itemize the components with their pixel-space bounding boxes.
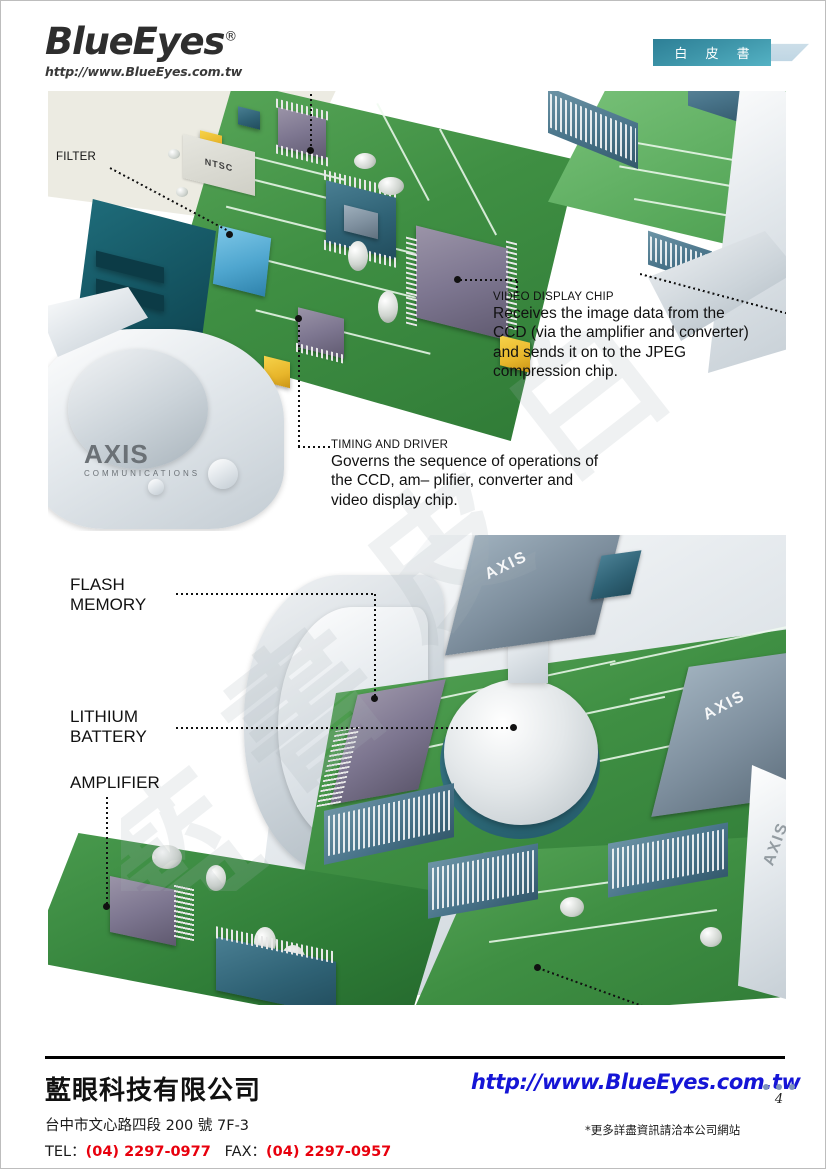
footer-contact-block: 藍眼科技有限公司 台中市文心路四段 200 號 7F-3 TEL：(04) 22… [45,1070,391,1161]
callout-timing-and-driver-body: Governs the sequence of operations of th… [331,453,599,509]
mounting-hole [378,291,398,323]
whitepaper-badge: 白 皮 書 [653,39,809,66]
callout-video-display-chip-body: Receives the image data from the CCD (vi… [493,305,749,381]
footer-note: *更多詳盡資訊請洽本公司網站 [585,1123,741,1137]
callout-timing-and-driver: TIMING AND DRIVER Governs the sequence o… [331,439,599,510]
callout-video-display-chip-title: VIDEO DISPLAY CHIP [493,291,614,303]
callout-flash-memory: FLASH MEMORY [70,575,147,614]
badge-label: 白 皮 書 [653,39,771,66]
dot-icon [763,1084,769,1090]
tel-number: (04) 2297-0977 [85,1144,211,1160]
page-dots-icon [749,1084,809,1090]
leader-endpoint-timing [295,315,302,322]
callout-filter-title: FILTER [56,151,96,163]
callout-timing-and-driver-title: TIMING AND DRIVER [331,439,449,451]
page-number: 4 [774,1092,784,1107]
page-header: BlueEyes® http://www.BlueEyes.com.tw 白 皮… [1,1,825,89]
leader-line-timing [298,319,300,447]
leader-line-video-chip-down [516,279,518,293]
chip-legs [174,882,194,942]
footer-web-block: http://www.BlueEyes.com.tw *更多詳盡資訊請洽本公司網… [471,1070,801,1137]
leader-endpoint-filter [226,231,233,238]
footer-divider [45,1056,785,1059]
tel-label: TEL： [45,1144,86,1160]
leader-line-ntsc-chip [310,91,312,151]
mounting-hole [378,177,404,195]
mounting-hole [354,153,376,169]
figure-camera-internals: AXIS AXIS [48,535,786,1005]
leader-endpoint-amplifier [103,903,110,910]
pcb-scene-bottom: AXIS AXIS [48,535,786,1005]
mount-screw [208,459,238,489]
badge-arrow-icon [771,43,809,62]
mounting-hole [348,241,368,271]
ccd-sensor [212,225,272,297]
leader-line-amplifier [106,797,108,909]
fax-label: FAX： [224,1144,267,1160]
mounting-hole [206,865,226,891]
company-address: 台中市文心路四段 200 號 7F-3 [45,1118,250,1134]
mounting-hole [152,845,182,869]
dot-icon [789,1084,795,1090]
lens-mount-inner [68,349,208,469]
leader-endpoint-lithium-battery [510,724,517,731]
leader-line-timing-h [298,446,330,448]
leader-line-flash-memory-down [374,593,376,701]
callout-filter: FILTER [56,151,96,163]
leader-endpoint-flash-memory [371,695,378,702]
leader-line-lithium-battery [176,727,514,729]
page-number-block: 4 [749,1084,809,1107]
logo-text: BlueEyes [45,20,225,63]
callout-amplifier: AMPLIFIER [70,773,160,792]
company-phone-line: TEL：(04) 2297-0977 FAX：(04) 2297-0957 [45,1140,391,1161]
mounting-hole [168,149,180,159]
mount-screw [148,479,164,495]
logo-wordmark: BlueEyes® [45,23,242,60]
axis-housing-logo: AXIS [84,439,149,469]
brand-logo: BlueEyes® http://www.BlueEyes.com.tw [45,23,242,79]
footer-url[interactable]: http://www.BlueEyes.com.tw [471,1070,801,1094]
callout-lithium-battery: LITHIUM BATTERY [70,707,147,746]
registered-trademark-icon: ® [224,29,238,45]
fax-number: (04) 2297-0957 [266,1144,392,1160]
company-name: 藍眼科技有限公司 [45,1076,262,1106]
leader-endpoint-video-chip [454,276,461,283]
axis-housing-logo-sub: COMMUNICATIONS [84,469,201,478]
page-footer: 藍眼科技有限公司 台中市文心路四段 200 號 7F-3 TEL：(04) 22… [1,1040,825,1168]
logo-url: http://www.BlueEyes.com.tw [45,64,243,79]
mounting-hole [176,187,188,197]
lithium-battery-cell [444,679,598,825]
leader-line-flash-memory [176,593,376,595]
chip-legs [406,235,417,327]
callout-video-display-chip: VIDEO DISPLAY CHIP Receives the image da… [493,291,761,382]
dot-icon [776,1084,782,1090]
mounting-hole [560,897,584,917]
pcb-scene-top: NTSC [48,91,786,531]
leader-endpoint-lower-board [534,964,541,971]
figure-exploded-pcb-assembly: NTSC [48,91,786,531]
leader-endpoint-ntsc-chip [307,147,314,154]
mounting-hole [700,927,722,947]
leader-line-video-chip [460,279,518,281]
